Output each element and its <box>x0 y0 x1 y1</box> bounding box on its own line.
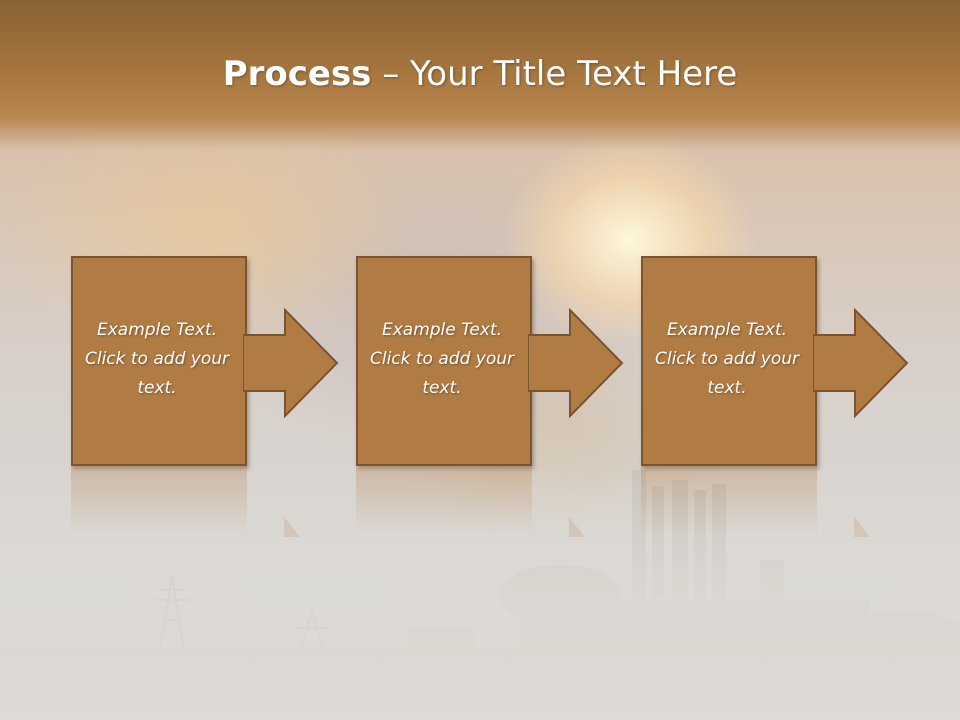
step-text[interactable]: Example Text. Click to add your text. <box>369 319 514 398</box>
arrow-reflection-icon <box>284 517 300 537</box>
step-box[interactable] <box>356 256 532 466</box>
process-step-3[interactable]: Example Text. Click to add your text. <box>641 256 909 466</box>
bottom-haze <box>0 470 960 720</box>
step-reflection <box>356 466 532 536</box>
arrow-reflection-icon <box>854 517 870 537</box>
step-text[interactable]: Example Text. Click to add your text. <box>654 319 799 398</box>
step-reflection <box>641 466 817 536</box>
title-rest-part: – Your Title Text Here <box>371 54 738 94</box>
arrow-right-icon <box>243 308 339 418</box>
slide-title[interactable]: Process – Your Title Text Here <box>0 54 960 94</box>
step-reflection <box>71 466 247 536</box>
arrow-right-icon <box>813 308 909 418</box>
step-box[interactable] <box>641 256 817 466</box>
process-step-2[interactable]: Example Text. Click to add your text. <box>356 256 624 466</box>
arrow-reflection-icon <box>569 517 585 537</box>
step-text[interactable]: Example Text. Click to add your text. <box>84 319 229 398</box>
arrow-right-icon <box>528 308 624 418</box>
title-bold-part: Process <box>222 54 372 94</box>
step-box[interactable] <box>71 256 247 466</box>
process-step-1[interactable]: Example Text. Click to add your text. <box>71 256 339 466</box>
title-band <box>0 0 960 150</box>
